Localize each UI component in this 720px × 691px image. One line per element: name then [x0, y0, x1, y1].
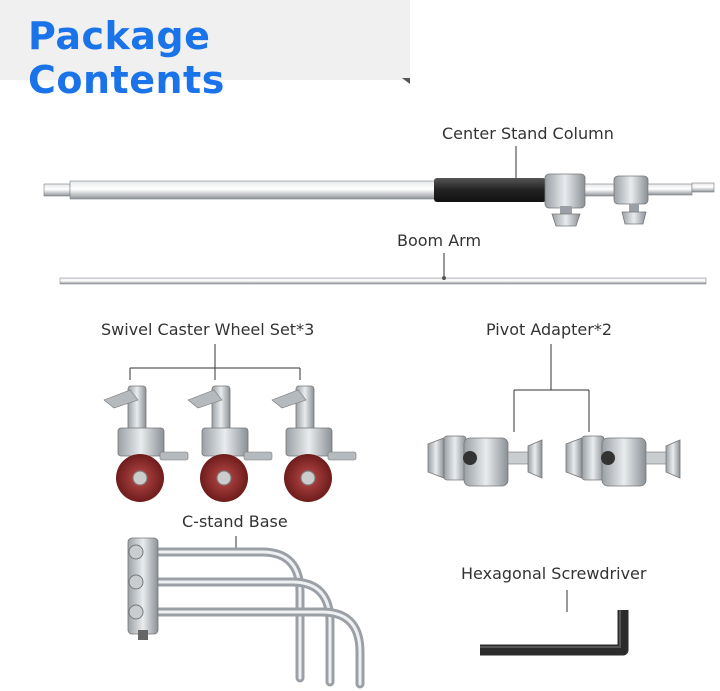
- caster-bracket: [129, 344, 301, 380]
- screwdriver-label: Hexagonal Screwdriver: [461, 564, 647, 583]
- title-banner: Package Contents: [0, 0, 410, 102]
- c-stand-base-label: C-stand Base: [182, 512, 288, 531]
- pivot-bracket: [513, 344, 590, 432]
- pivot-adapter-2: [565, 435, 681, 487]
- pivot-adapter-label: Pivot Adapter*2: [486, 320, 613, 339]
- hexagonal-screwdriver: [480, 590, 629, 656]
- banner-fold: [402, 78, 410, 84]
- caster-wheel-label: Swivel Caster Wheel Set*3: [101, 320, 315, 339]
- center-stand-column: [43, 146, 715, 227]
- caster-wheel-1: [103, 385, 189, 502]
- c-stand-base: [127, 536, 365, 689]
- caster-wheel-3: [271, 385, 357, 502]
- boom-arm-label: Boom Arm: [397, 231, 482, 250]
- caster-wheel-2: [187, 385, 273, 502]
- boom-arm: [59, 253, 707, 285]
- page-title: Package Contents: [28, 14, 225, 102]
- pivot-adapter-1: [427, 435, 543, 487]
- center-stand-label: Center Stand Column: [442, 124, 614, 143]
